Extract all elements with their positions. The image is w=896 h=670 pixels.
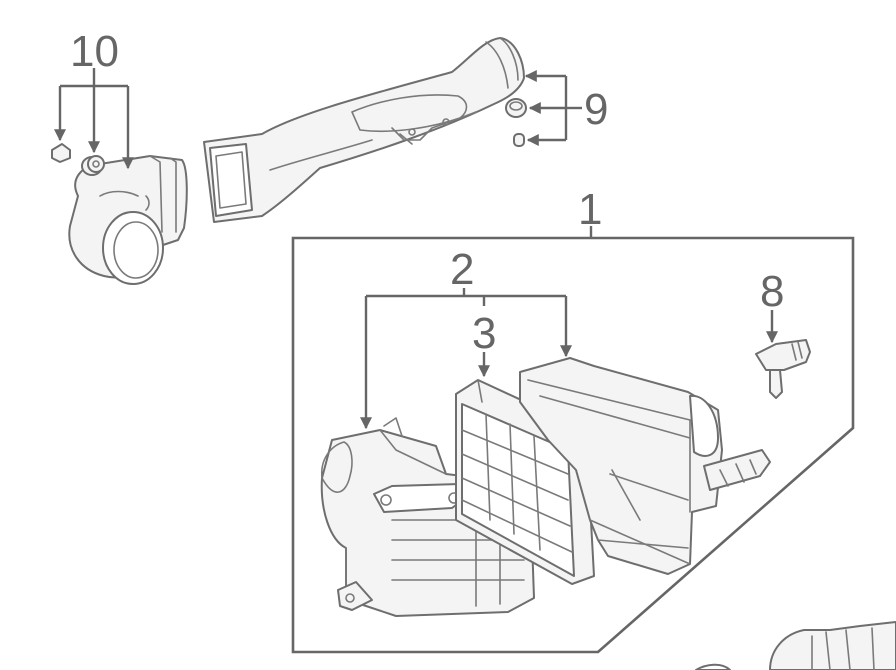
clamp-9	[505, 98, 527, 118]
callout-1: 1	[578, 185, 602, 234]
air-cleaner-lower-case	[320, 417, 535, 617]
callout-10: 10	[70, 27, 119, 76]
plug-9	[513, 133, 525, 147]
assembly-frame	[291, 236, 855, 654]
lower-duct-partial	[695, 621, 896, 670]
leader-9	[524, 70, 582, 146]
callout-8: 8	[760, 267, 784, 316]
sensor-part-8	[755, 339, 811, 399]
adapter-part-10	[68, 155, 188, 285]
leader-2	[360, 288, 572, 430]
leader-10	[54, 68, 134, 170]
grommet-middle	[81, 155, 105, 176]
callout-3: 3	[472, 309, 496, 358]
callout-2: 2	[450, 245, 474, 294]
air-cleaner-cover	[519, 357, 771, 575]
grommet-left	[51, 143, 71, 163]
callout-9: 9	[584, 85, 608, 134]
intake-hose-part-9	[203, 37, 525, 223]
